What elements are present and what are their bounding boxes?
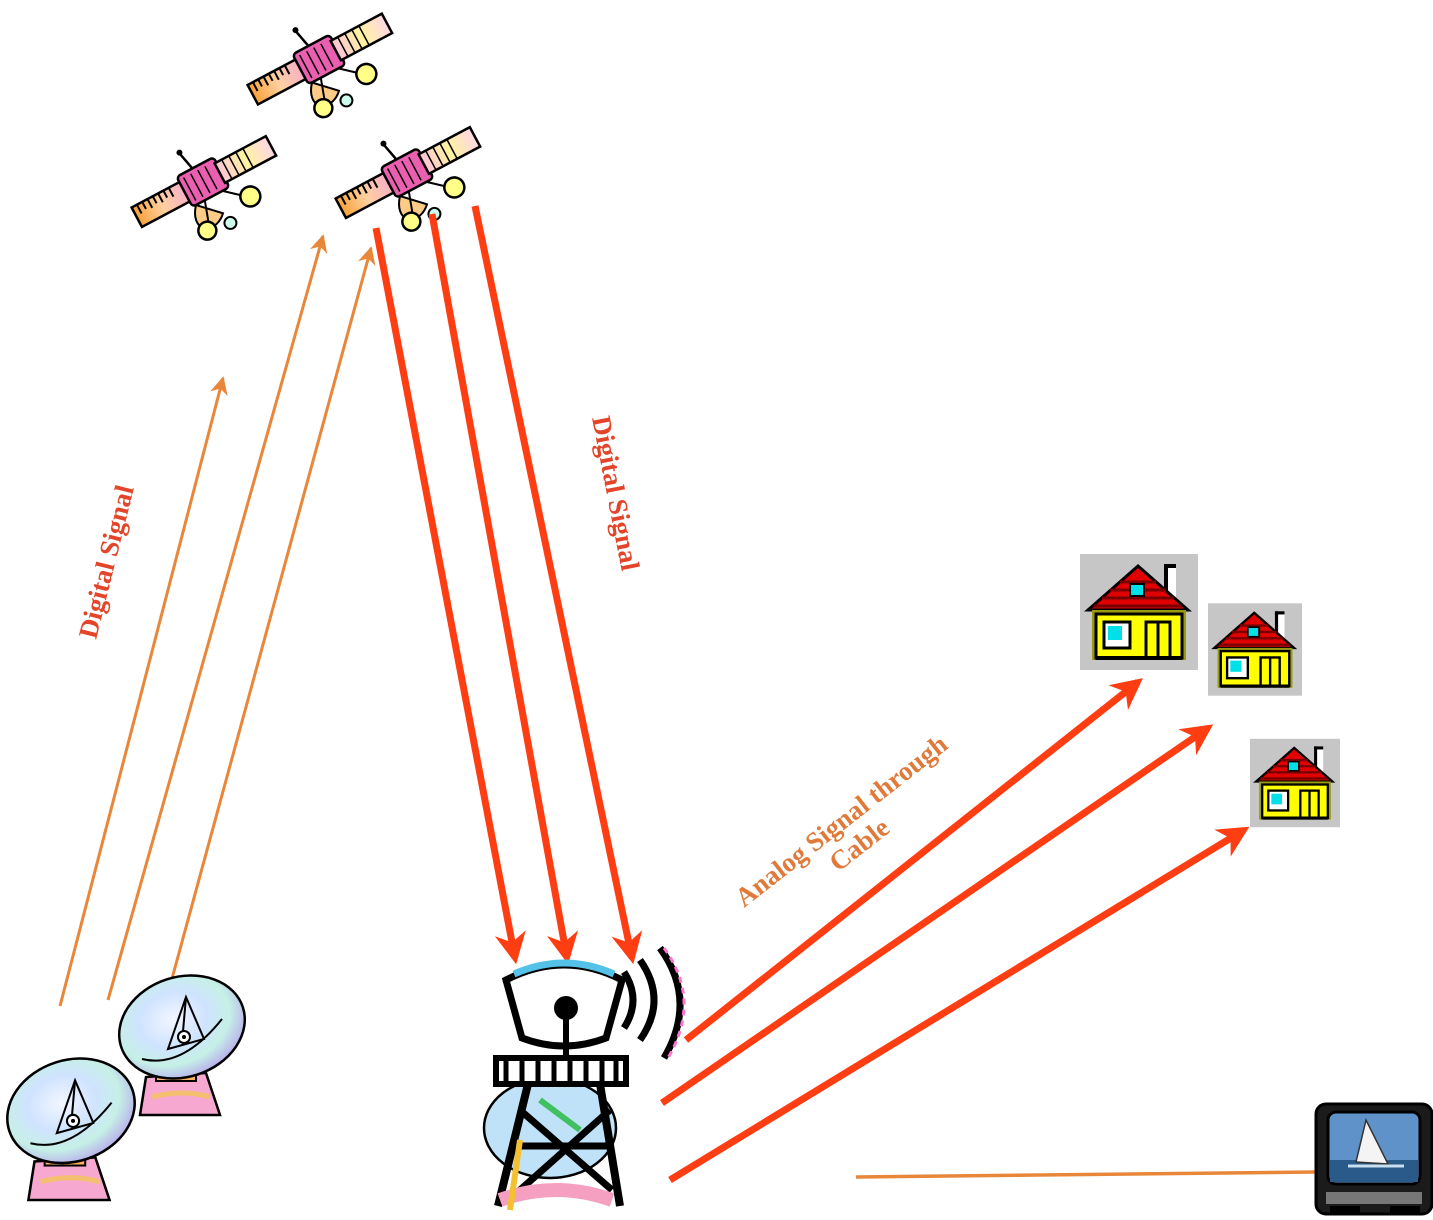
house-icon — [1080, 554, 1198, 670]
television-icon — [1314, 1102, 1433, 1216]
downlink-arrow — [372, 227, 526, 965]
uplink-arrow — [106, 234, 328, 1001]
broadcast-tower-icon — [482, 945, 686, 1211]
cable-label-line1: Analog Signal through — [729, 729, 953, 913]
house-icon — [1250, 737, 1340, 829]
satellite-icon — [128, 120, 288, 250]
uplink-arrow — [58, 376, 228, 1007]
satellite-icon — [244, 0, 404, 125]
uplink-arrow — [168, 246, 376, 987]
downlink-arrow — [428, 213, 578, 965]
uplink-label: Digital Signal — [73, 482, 140, 642]
cable-arrow — [660, 724, 1214, 1106]
tv-cable-line — [855, 1170, 1317, 1179]
cable-arrow — [668, 826, 1250, 1183]
cable-arrow — [683, 678, 1143, 1043]
satellite-icon — [332, 112, 492, 240]
satellite-dish-icon — [0, 1042, 148, 1200]
downlink-label: Digital Signal — [586, 413, 645, 573]
house-icon — [1208, 601, 1302, 698]
downlink-arrow — [471, 205, 643, 965]
